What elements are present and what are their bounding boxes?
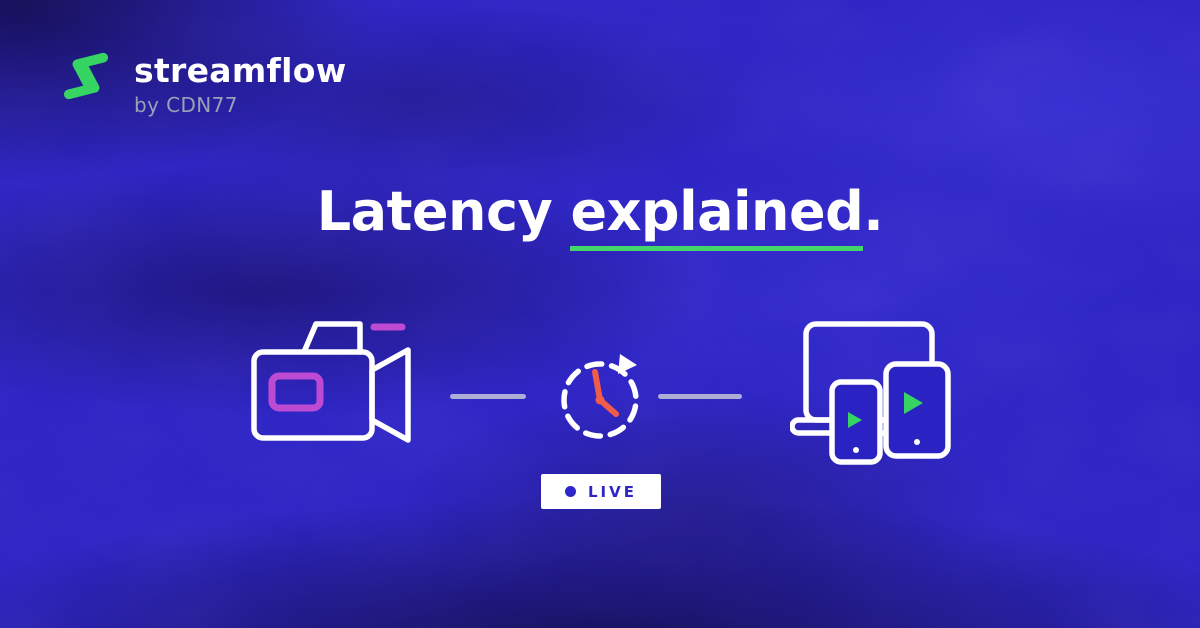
tablet-home-dot [914,439,920,445]
brand-name: streamflow [134,51,347,90]
brand-lockup: streamflow by CDN77 [58,48,347,117]
clock-arrow-head [618,354,637,374]
phone-home-dot [853,447,859,453]
connector-line-right [658,394,742,399]
page-title: Latency explained. [0,180,1200,251]
camera-screen [268,372,324,412]
live-label: LIVE [588,482,637,501]
latency-timer-icon [561,354,639,439]
headline-period: . [863,180,884,243]
brand-byline: by CDN77 [134,93,238,117]
streamflow-logo-icon [63,52,109,100]
headline-pre: Latency [316,180,571,243]
live-dot [565,486,576,497]
brand-text: streamflow by CDN77 [134,48,347,117]
connector-line-left [450,394,526,399]
viewer-devices-icon [790,321,951,465]
live-badge: LIVE [541,474,661,509]
headline-underlined: explained [570,180,864,251]
video-camera-icon [251,321,411,443]
